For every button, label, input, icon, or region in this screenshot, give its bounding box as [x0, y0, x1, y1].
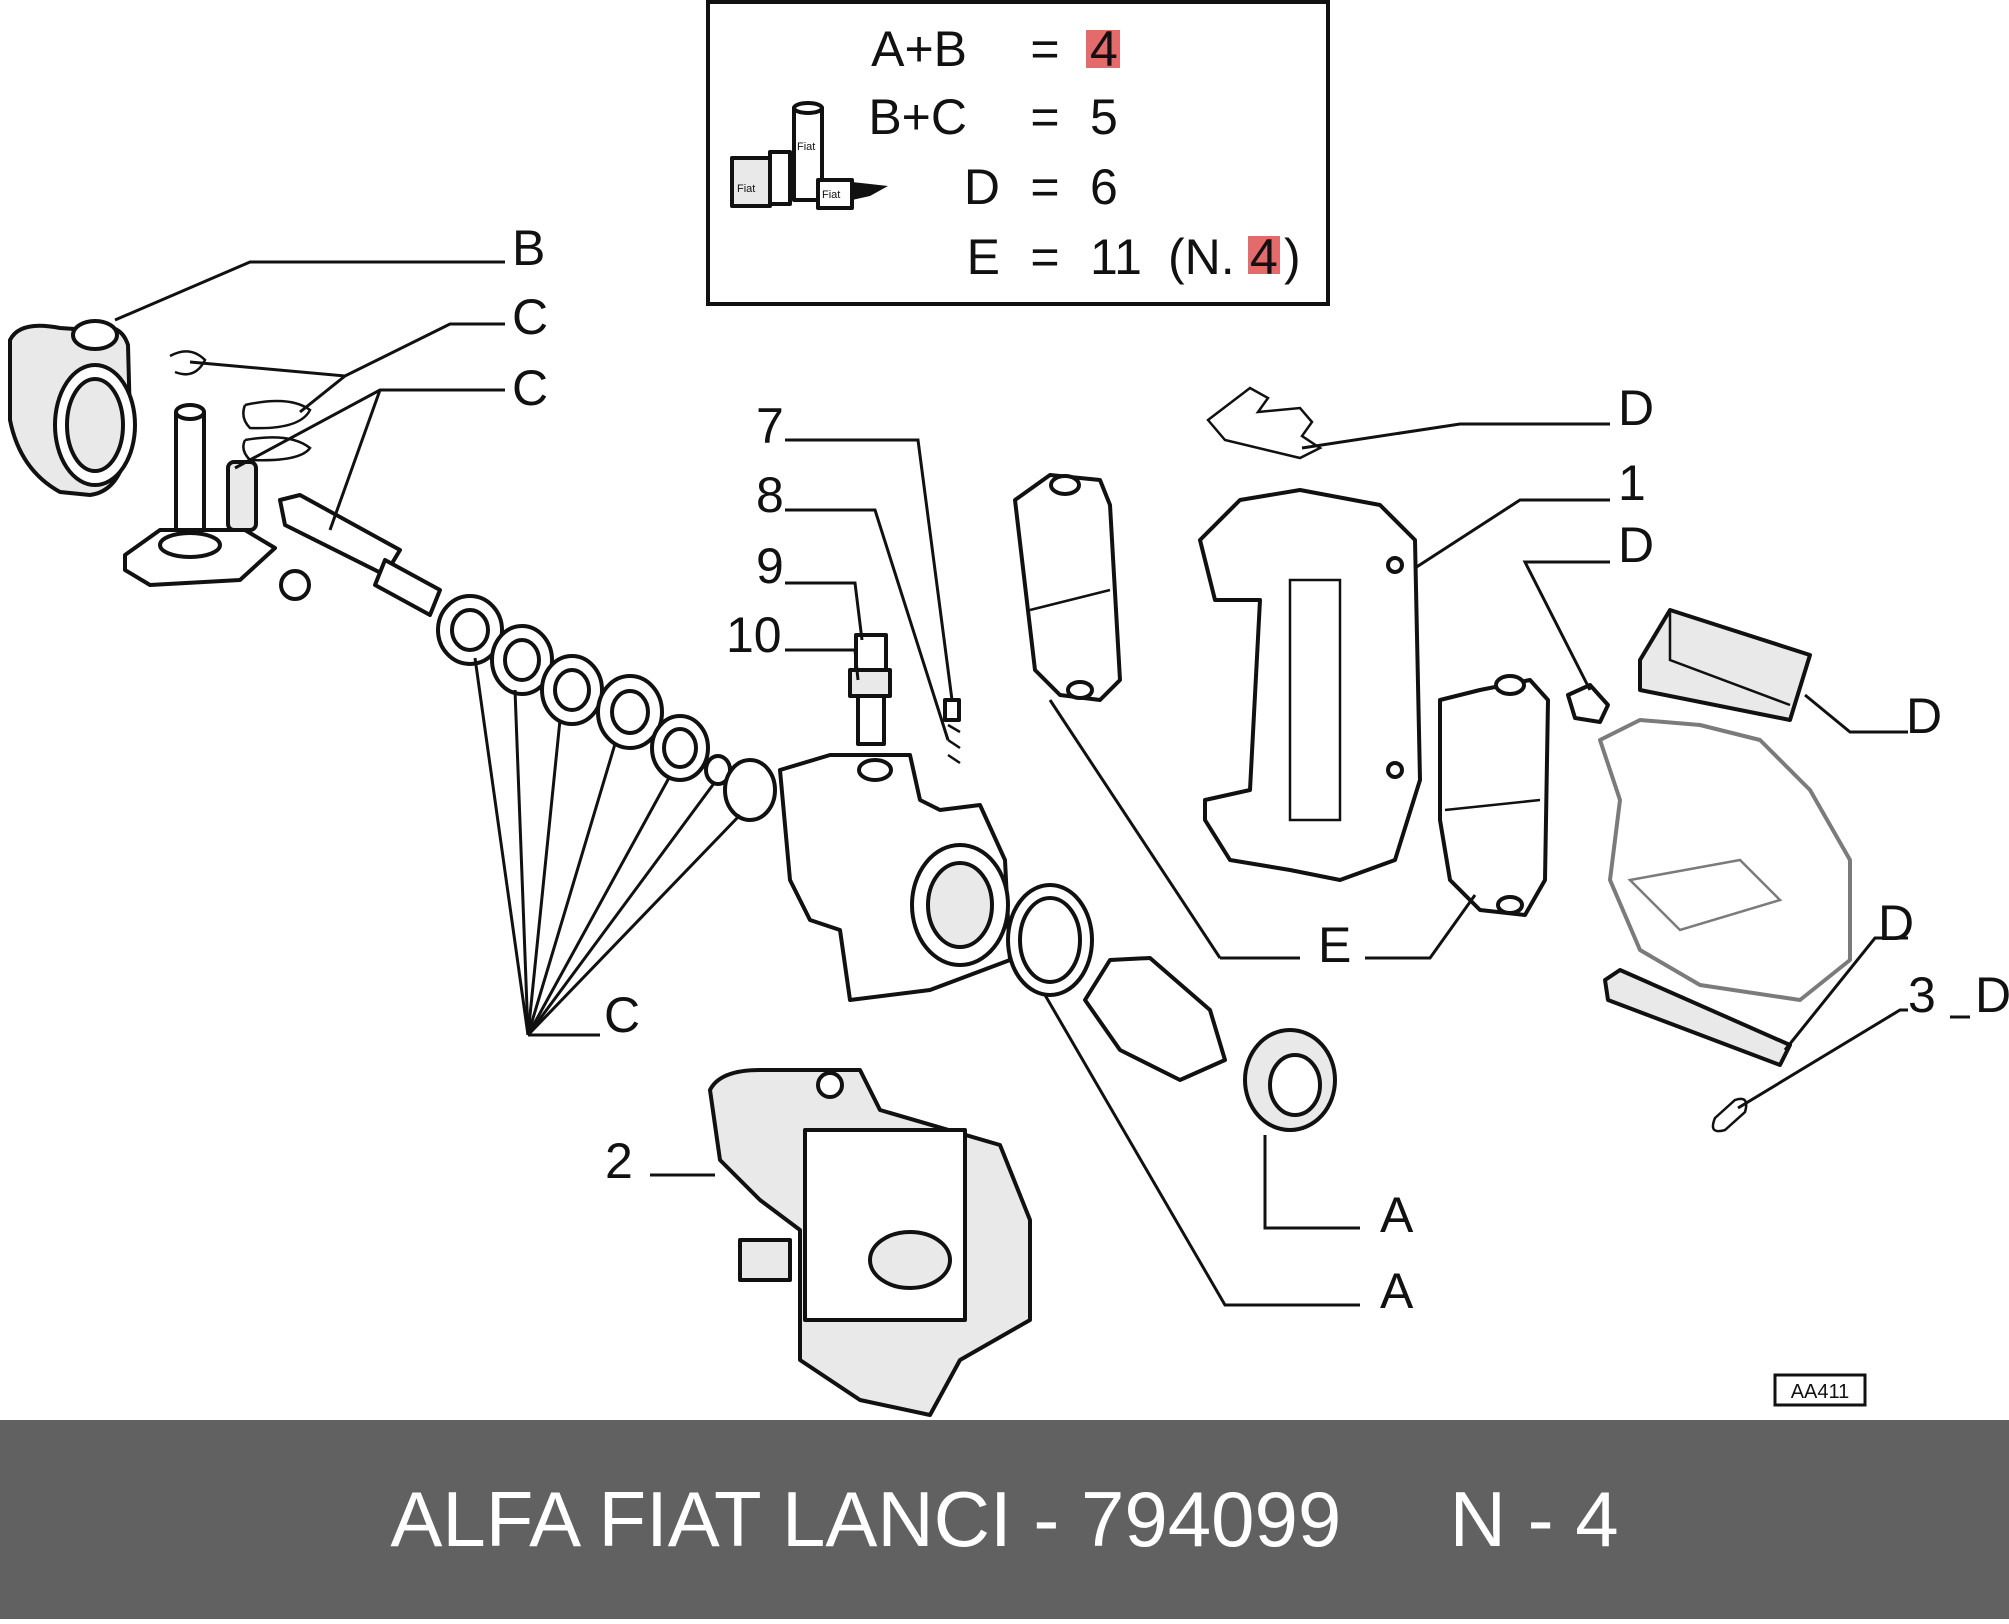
- callout-d: D: [1906, 688, 1942, 744]
- callout-a: A: [1380, 1263, 1414, 1319]
- kit-table: Fiat Fiat Fiat A+B = 4 B+C = 5 D = 6 E =…: [706, 0, 1330, 306]
- footer-text: ALFA FIAT LANCI - 794099 N - 4: [390, 1475, 1619, 1563]
- kit-value: 4: [1090, 21, 1118, 77]
- callout-c: C: [604, 987, 640, 1043]
- figure-code-box: AA411: [1773, 1373, 1867, 1407]
- kit-value: 6: [1090, 159, 1118, 215]
- footer-bar: ALFA FIAT LANCI - 794099 N - 4: [0, 1420, 2009, 1619]
- callout-c: C: [512, 289, 548, 345]
- leader-lines: [114, 260, 1908, 1307]
- callout-c: C: [512, 360, 548, 416]
- callout-10: 10: [726, 607, 782, 663]
- callout-labels: B C C C 7 8 9 10 D 1 D D D 3 D E 2 A A: [512, 220, 2009, 1319]
- callout-3: 3: [1908, 967, 1936, 1023]
- callout-d: D: [1878, 895, 1914, 951]
- kit-eq: =: [1030, 229, 1059, 285]
- callout-8: 8: [756, 467, 784, 523]
- kit-icon-label: Fiat: [822, 189, 840, 201]
- kit-suffix-highlight: 4: [1250, 229, 1278, 285]
- callout-e: E: [1318, 917, 1351, 973]
- kit-key: B+C: [868, 89, 967, 145]
- kit-icon-label: Fiat: [797, 141, 815, 153]
- kit-key: A+B: [871, 21, 967, 77]
- kit-eq: =: [1030, 21, 1059, 77]
- kit-value: 11: [1090, 229, 1142, 285]
- callout-a: A: [1380, 1187, 1414, 1243]
- callout-1: 1: [1618, 455, 1646, 511]
- parts-drawing: [8, 319, 1852, 1417]
- callout-9: 9: [756, 538, 784, 594]
- kit-suffix: ): [1284, 229, 1301, 285]
- callout-d: D: [1618, 517, 1654, 573]
- kit-icon-label: Fiat: [737, 183, 755, 195]
- highlight-mark: [1086, 30, 1120, 68]
- callout-d: D: [1618, 380, 1654, 436]
- highlight-mark: [1248, 236, 1280, 274]
- kit-eq: =: [1030, 89, 1059, 145]
- callout-b: B: [512, 220, 545, 276]
- repair-kit-icon: Fiat Fiat Fiat: [730, 101, 888, 210]
- callout-7: 7: [756, 398, 784, 454]
- kit-key: E: [967, 229, 1000, 285]
- kit-key: D: [964, 159, 1000, 215]
- callout-d: D: [1975, 967, 2009, 1023]
- callout-2: 2: [605, 1133, 633, 1189]
- kit-suffix: (N.: [1168, 229, 1235, 285]
- kit-value: 5: [1090, 89, 1118, 145]
- kit-eq: =: [1030, 159, 1059, 215]
- figure-code: AA411: [1791, 1381, 1850, 1403]
